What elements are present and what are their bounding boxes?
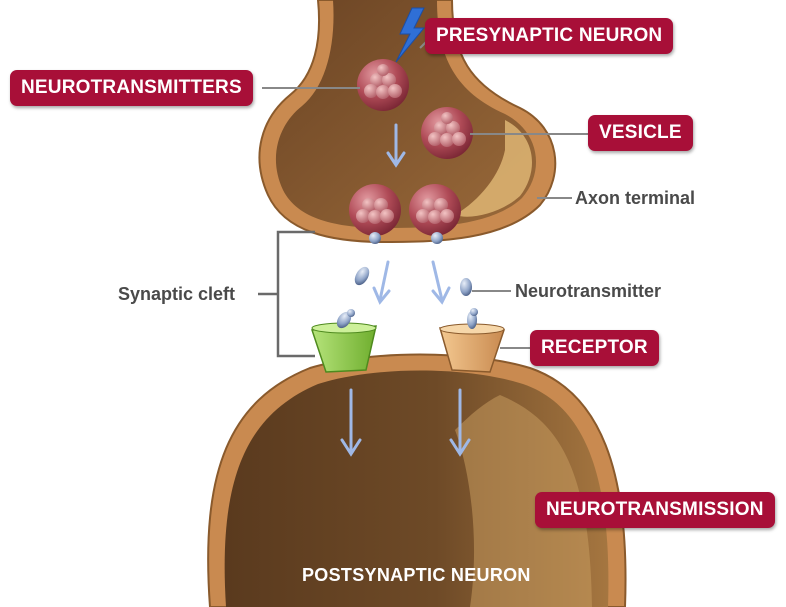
label-neurotransmission: NEUROTRANSMISSION [535, 492, 775, 528]
vesicle-right [421, 107, 473, 159]
label-receptor: RECEPTOR [530, 330, 659, 366]
neurotransmitter-molecule [431, 232, 443, 244]
vesicle-fusing-right [409, 184, 461, 236]
label-axon-terminal: Axon terminal [575, 187, 695, 209]
label-presynaptic-neuron: PRESYNAPTIC NEURON [425, 18, 673, 54]
arrow-down-icon [374, 262, 389, 302]
label-vesicle: VESICLE [588, 115, 693, 151]
neurotransmitter-molecule [352, 264, 372, 287]
neurotransmitter-molecule [460, 278, 472, 296]
synaptic-cleft-bracket [258, 232, 315, 356]
vesicle-fusing-left [349, 184, 401, 236]
label-synaptic-cleft: Synaptic cleft [118, 283, 235, 305]
arrow-down-icon [433, 262, 449, 302]
label-neurotransmitter: Neurotransmitter [515, 280, 661, 302]
label-postsynaptic-neuron: POSTSYNAPTIC NEURON [302, 565, 531, 586]
vesicle-top [357, 59, 409, 111]
neurotransmitter-molecule [369, 232, 381, 244]
label-neurotransmitters: NEUROTRANSMITTERS [10, 70, 253, 106]
